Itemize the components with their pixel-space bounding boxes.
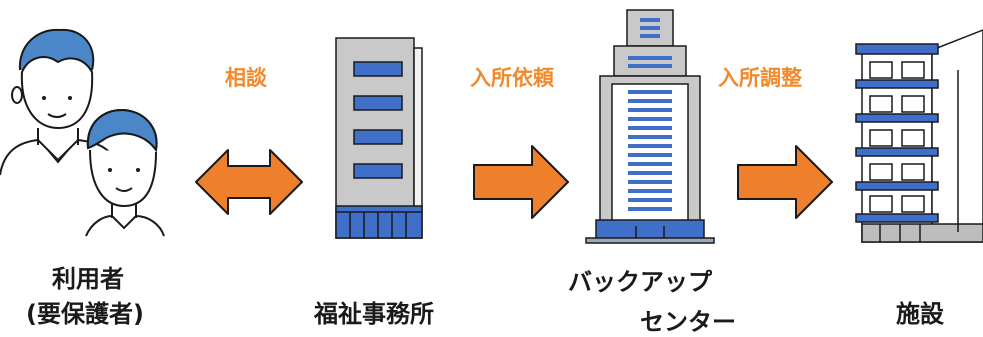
facility-building-icon [855, 29, 983, 243]
consult-label: 相談 [225, 66, 267, 90]
backup-center-tower-icon [585, 9, 715, 244]
user-label-line1: 利用者 [52, 265, 124, 293]
admission-coordination-label: 入所調整 [718, 66, 802, 90]
welfare-office-building-icon [335, 37, 423, 239]
consult-double-arrow [195, 149, 303, 215]
admission-request-label: 入所依頼 [470, 66, 554, 90]
facility-label: 施設 [896, 300, 944, 328]
welfare-office-label: 福祉事務所 [314, 300, 434, 328]
backup-center-label-line2: センター [640, 308, 736, 336]
admission-coordination-arrow [737, 145, 833, 219]
admission-request-arrow [473, 145, 569, 219]
user-people-icon [0, 28, 165, 237]
user-label-line2: (要保護者) [26, 300, 144, 328]
backup-center-label-line1: バックアップ [568, 268, 712, 296]
